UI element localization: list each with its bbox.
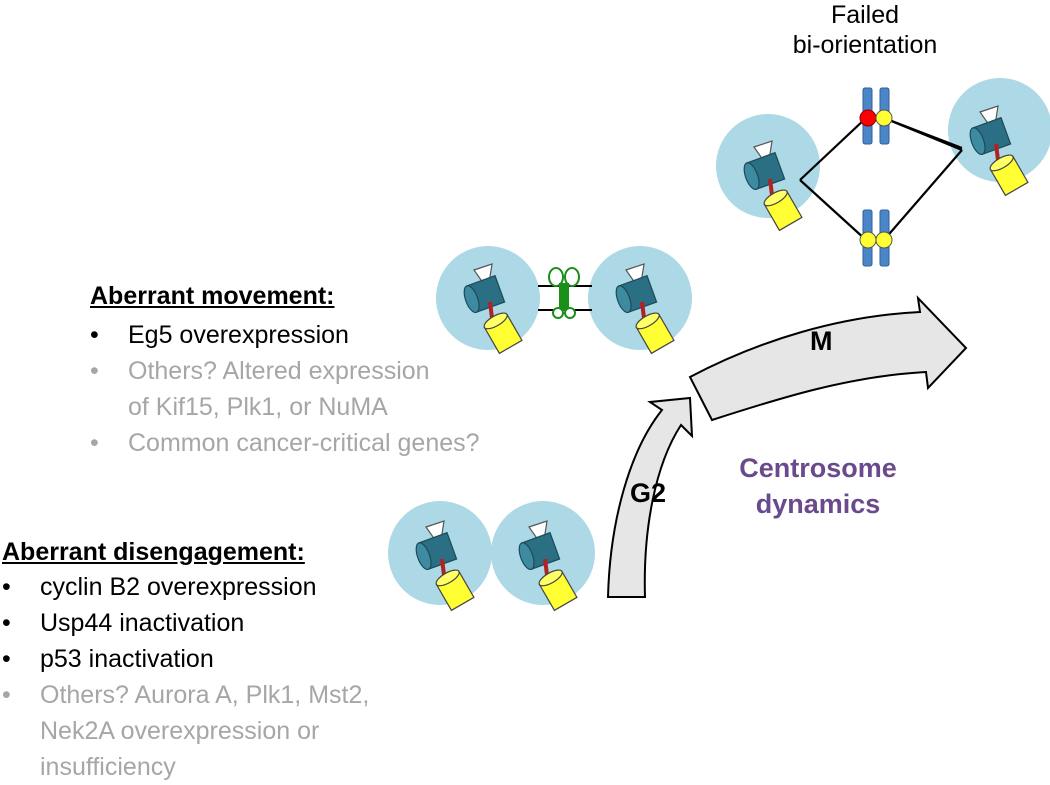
kinetochore-yellow xyxy=(875,231,893,249)
disengagement-item-continuation: Nek2A overexpression or xyxy=(40,717,320,745)
failed-biorientation-spindle xyxy=(716,78,1050,267)
disengagement-item: •p53 inactivation xyxy=(2,645,214,673)
movement-item: •Eg5 overexpression xyxy=(90,321,349,349)
cell-cycle-arrow xyxy=(606,295,968,598)
failed-label-line2: bi-orientation xyxy=(792,31,938,59)
disengagement-item: •Usp44 inactivation xyxy=(2,609,245,637)
kinetochore-yellow xyxy=(875,109,893,127)
aberrant-disengagement-block: Aberrant disengagement: •cyclin B2 overe… xyxy=(2,538,369,785)
disengagement-item-continuation: insufficiency xyxy=(40,753,176,781)
dynamics-line2: dynamics xyxy=(755,489,881,519)
disengagement-heading: Aberrant disengagement: xyxy=(2,538,305,566)
movement-heading: Aberrant movement: xyxy=(90,282,335,310)
centrosome-pair-movement xyxy=(436,246,692,356)
centrosome-dynamics-label: Centrosome dynamics xyxy=(718,450,918,522)
m-arrow xyxy=(688,295,968,422)
kinetochore-red xyxy=(859,109,877,127)
kinetochore-yellow xyxy=(859,231,877,249)
centrosome-pair-disengagement xyxy=(388,501,595,613)
aberrant-movement-block: Aberrant movement: •Eg5 overexpression •… xyxy=(90,282,480,461)
g2-label: G2 xyxy=(630,478,667,508)
failed-label-line1: Failed xyxy=(830,1,900,29)
failed-biorientation-label: Failed bi-orientation xyxy=(760,0,970,60)
g2-arrow xyxy=(606,396,694,598)
m-label: M xyxy=(810,326,833,356)
dynamics-line1: Centrosome xyxy=(739,453,897,483)
movement-item: •Common cancer-critical genes? xyxy=(90,429,480,457)
movement-item: •Others? Altered expression xyxy=(90,357,430,385)
movement-item-continuation: of Kif15, Plk1, or NuMA xyxy=(128,393,388,421)
eg5-motor-icon xyxy=(548,267,580,319)
disengagement-item: •cyclin B2 overexpression xyxy=(2,573,317,601)
disengagement-item: •Others? Aurora A, Plk1, Mst2, xyxy=(2,681,370,709)
